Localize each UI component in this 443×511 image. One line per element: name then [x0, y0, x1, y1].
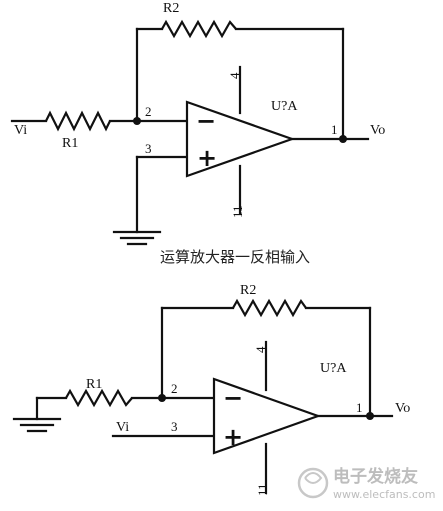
- pin-4-label: 4: [227, 72, 242, 79]
- input-label: Vi: [116, 420, 129, 435]
- pin-2-label: 2: [145, 104, 152, 119]
- chip-label: U?A: [271, 99, 298, 114]
- inverting-amplifier-diagram: Vi R1 R2 Vo U?A 2 3 1 4 11 − +: [10, 1, 385, 246]
- pin-3-label: 3: [171, 419, 178, 434]
- pin-11-label: 11: [230, 205, 245, 218]
- op-amp-triangle-2: [212, 377, 322, 455]
- output-label: Vo: [370, 123, 385, 138]
- watermark-url: www.elecfans.com: [333, 488, 435, 501]
- second-amplifier-diagram: Vi R1 R2 Vo U?A 2 3 1 4 11 − +: [12, 283, 410, 496]
- input-label: Vi: [14, 123, 27, 138]
- minus-sign: −: [196, 107, 216, 135]
- resistor-r2-2: [232, 298, 307, 318]
- ground-icon: [112, 230, 162, 246]
- resistor-r2-1: [161, 19, 237, 39]
- r2-label: R2: [163, 1, 179, 16]
- resistor-r1-2: [65, 388, 133, 408]
- pin-1-label: 1: [331, 122, 338, 137]
- watermark-logo-icon: [297, 467, 329, 499]
- junction-dot: [366, 412, 374, 420]
- junction-dot: [339, 135, 347, 143]
- r1-label: R1: [62, 136, 78, 151]
- ground-icon: [12, 417, 62, 433]
- pin-11-label: 11: [255, 483, 270, 496]
- r2-label: R2: [240, 283, 256, 298]
- r1-label: R1: [86, 377, 102, 392]
- watermark-text: 电子发烧友: [333, 466, 418, 487]
- diagram-caption: 运算放大器一反相输入: [160, 248, 310, 266]
- pin-2-label: 2: [171, 381, 178, 396]
- chip-label: U?A: [320, 361, 347, 376]
- output-label: Vo: [395, 401, 410, 416]
- pin-3-label: 3: [145, 141, 152, 156]
- pin-1-label: 1: [356, 400, 363, 415]
- plus-sign: +: [197, 144, 217, 172]
- resistor-r1-1: [45, 110, 111, 132]
- plus-sign: +: [223, 423, 243, 451]
- junction-dot: [158, 394, 166, 402]
- op-amp-triangle-1: [185, 100, 296, 178]
- pin-4-label: 4: [253, 346, 268, 353]
- minus-sign: −: [223, 384, 243, 412]
- junction-dot: [133, 117, 141, 125]
- watermark: 电子发烧友 www.elecfans.com: [297, 466, 435, 501]
